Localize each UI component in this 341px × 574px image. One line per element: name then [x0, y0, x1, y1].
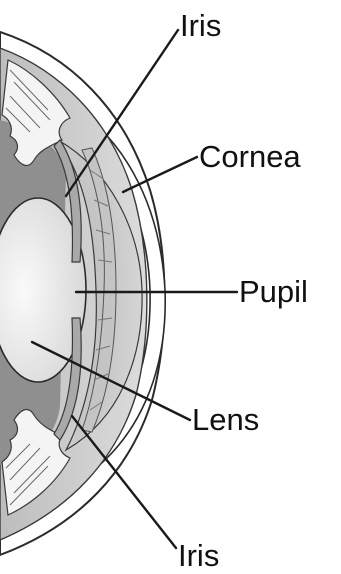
label-iris-bottom: Iris	[178, 538, 219, 573]
label-pupil: Pupil	[239, 274, 308, 309]
label-lens: Lens	[192, 402, 259, 437]
label-cornea: Cornea	[199, 139, 301, 174]
label-iris-top: Iris	[180, 8, 221, 43]
